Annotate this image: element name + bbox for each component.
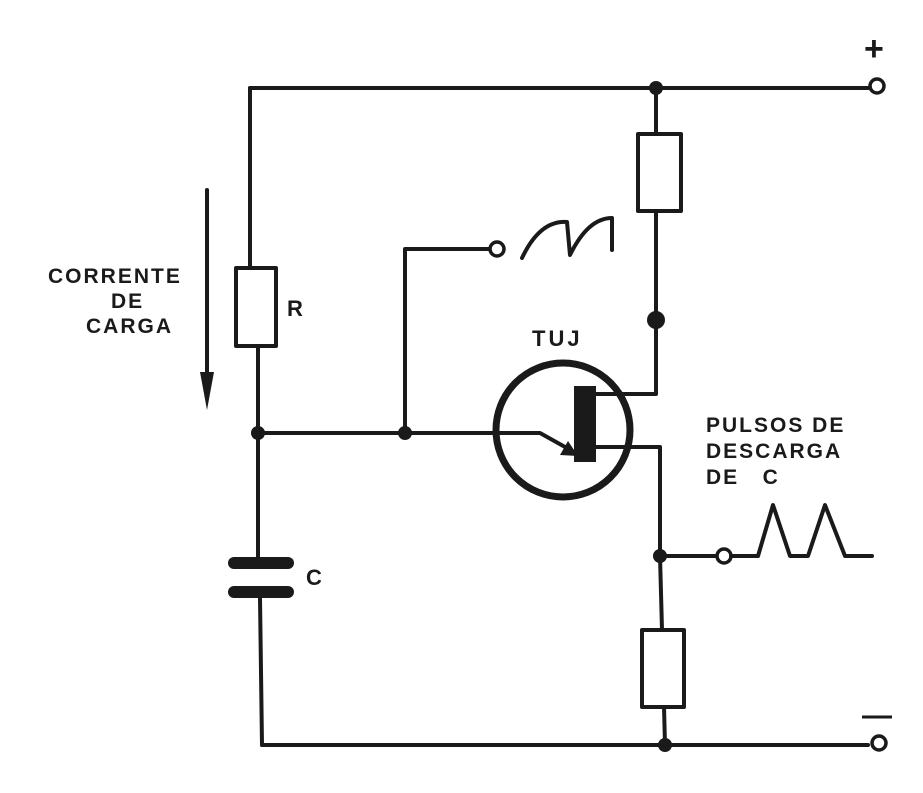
resistor-rb2 <box>640 628 686 709</box>
capacitor-plate-bottom <box>228 586 294 598</box>
rb2-wire-top <box>658 554 664 632</box>
tuj-emitter-lead <box>496 431 576 454</box>
terminal-pulse-output <box>715 547 733 565</box>
terminal-sawtooth-output <box>488 240 506 258</box>
pulse-waveform-icon <box>729 503 874 558</box>
current-arrow-icon <box>200 372 214 410</box>
junction-left-node <box>251 426 265 440</box>
label-minus: — <box>862 699 892 732</box>
sawtooth-tap-wire <box>403 247 494 435</box>
capacitor-wire-bottom <box>258 596 264 747</box>
junction-pulse-tap <box>653 549 667 563</box>
label-current-line3: CARGA <box>86 315 173 338</box>
label-pulses-line1: PULSOS DE <box>706 414 845 437</box>
junction-top-right <box>649 81 663 95</box>
junction-sawtooth-tap <box>398 426 412 440</box>
resistor-rb1 <box>636 132 683 213</box>
junction-rb1-lower <box>647 311 665 329</box>
terminal-positive <box>868 77 886 95</box>
capacitor-plate-top <box>228 557 294 569</box>
junction-bottom-right <box>658 738 672 752</box>
label-resistor-r: R <box>287 296 303 321</box>
tuj-b1-lead <box>594 445 662 558</box>
tuj-emitter-arrow <box>560 441 578 456</box>
label-pulses-line2: DESCARGA <box>706 440 842 463</box>
label-capacitor-c: C <box>306 565 322 590</box>
label-pulses-line3: DE C <box>706 466 780 489</box>
label-tuj: TUJ <box>532 326 583 351</box>
terminal-negative <box>870 734 888 752</box>
tuj-base-bar <box>574 386 596 462</box>
rb1-wire-bottom <box>606 209 658 396</box>
sawtooth-waveform-icon <box>520 216 614 260</box>
tuj-transistor-circle <box>492 359 634 501</box>
label-current-line2: DE <box>111 290 144 313</box>
label-plus: + <box>864 30 884 68</box>
resistor-r <box>234 266 278 348</box>
label-current-line1: CORRENTE <box>48 265 182 288</box>
